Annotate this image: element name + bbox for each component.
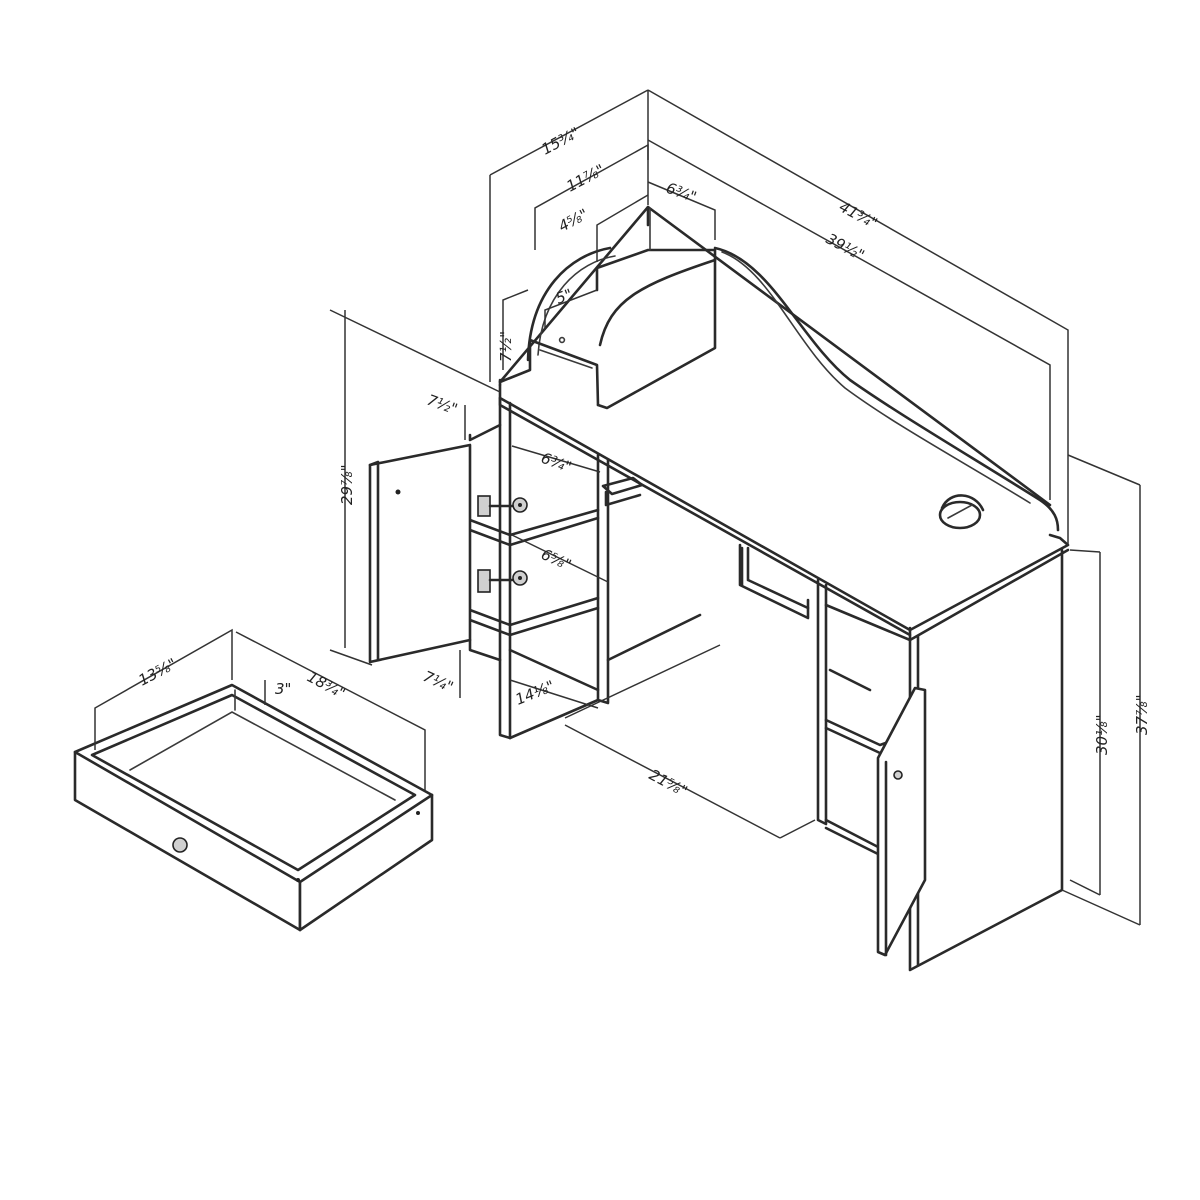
right-bottom-b [824,826,882,857]
cubby-left-arc [526,246,612,362]
cubby-front [528,338,600,407]
dim-desk-height: 30⅛" [1093,714,1111,755]
left-door [368,443,472,664]
right-cabinet [738,543,1064,972]
dim-hutch-depth: 15¾" [538,124,582,159]
right-cabinet-left-post [816,578,828,826]
left-shelf-1 [468,508,600,537]
knee-space-back [606,546,744,662]
dim-left-unit-height: 29⅞" [338,464,356,505]
cubby-left-arc-inner [537,255,616,356]
drawer-side [298,793,434,932]
right-door [876,686,927,957]
dim-shelf-depth-upper: 11⅞" [563,161,607,196]
hutch-curved-side-inner [721,251,1031,504]
drawer-bottom [129,711,396,801]
left-cabinet [368,396,610,740]
drawer-screw-2 [416,811,420,815]
cubby-left-bottom [498,338,532,384]
right-inner-shadow [828,668,872,692]
left-cabinet-base [468,638,502,662]
grommet [938,494,985,530]
cubby-screw [558,336,566,344]
dim-door-bottom: 7¼" [420,667,456,696]
dim-drawer-height: 3" [275,680,291,698]
right-bottom [824,818,882,850]
left-door-edge [368,460,380,662]
left-shelf-2 [468,596,600,627]
drawer-cavity-inner [746,546,810,610]
drawer-inner [90,693,417,872]
left-cabinet-front-post [498,396,512,740]
left-cabinet-bottom-front [508,698,600,740]
dim-drawer-width: 18¾" [304,668,348,703]
dim-shelf-depth-b: 6⅝" [538,545,574,574]
hinge-upper [477,495,528,517]
dim-left-bay-depth: 14⅛" [513,677,557,709]
left-shelf-2b [468,606,600,637]
dim-total-height: 37⅞" [1133,694,1151,735]
left-door-knob [395,489,401,495]
right-door-knob [893,770,903,780]
dim-hutch-height: 7½" [497,331,515,362]
left-cabinet-top-back [468,423,502,442]
desktop-outline [498,383,1070,632]
dim-cubby-width: 6¾" [664,179,699,207]
drawer-knob [172,837,188,853]
left-shelf-1b [468,516,600,547]
cubby-box [595,248,717,410]
dim-drawer-depth: 13⅝" [135,655,179,690]
dim-cubby-depth: 4⅝" [555,205,591,235]
cubby-shelf-line [539,349,593,369]
left-bottom-shelf [508,648,600,692]
drawer-screw [296,878,300,882]
hutch-curved-side [713,246,1060,532]
dim-door-top: 7½" [425,391,460,419]
cubby-arc-front [598,258,717,347]
dim-hutch-width-inner: 39½" [823,230,867,265]
dim-hutch-width-outer: 41¾" [836,198,880,233]
dim-shelf-depth-a: 6¾" [539,449,574,477]
hinge-lower [477,569,528,593]
right-shelf-1b [824,726,882,755]
dim-knee-width: 21⅝" [646,766,690,801]
dim-cubby-height: 5" [553,285,575,308]
dimension-lines [94,89,1141,926]
right-cabinet-top-inner [824,603,912,642]
drawer-front [73,750,302,932]
drawer-top-edge [73,683,434,797]
hutch [498,205,1060,532]
drawer [73,683,434,932]
